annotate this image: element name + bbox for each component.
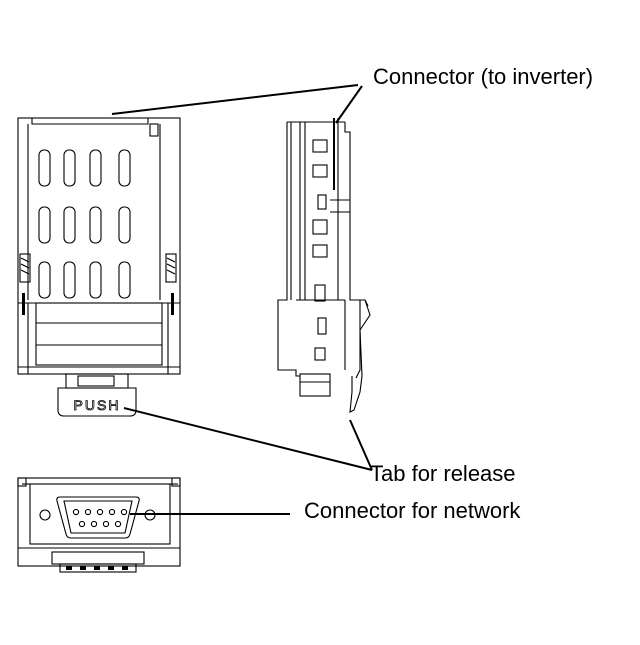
push-label: PUSH <box>74 397 121 413</box>
tab-release-label: Tab for release <box>370 461 516 486</box>
vent-slots <box>38 149 131 299</box>
db9-pins <box>72 508 128 528</box>
module-side-view <box>277 118 371 413</box>
connector-network-label: Connector for network <box>304 498 521 523</box>
connector-inverter-label: Connector (to inverter) <box>373 64 594 89</box>
leader-lines <box>111 84 373 515</box>
module-front-view <box>17 117 181 417</box>
side-latches <box>19 253 177 315</box>
module-bottom-view <box>17 477 181 573</box>
db9-connector <box>56 496 140 539</box>
release-tab-side <box>349 299 371 413</box>
